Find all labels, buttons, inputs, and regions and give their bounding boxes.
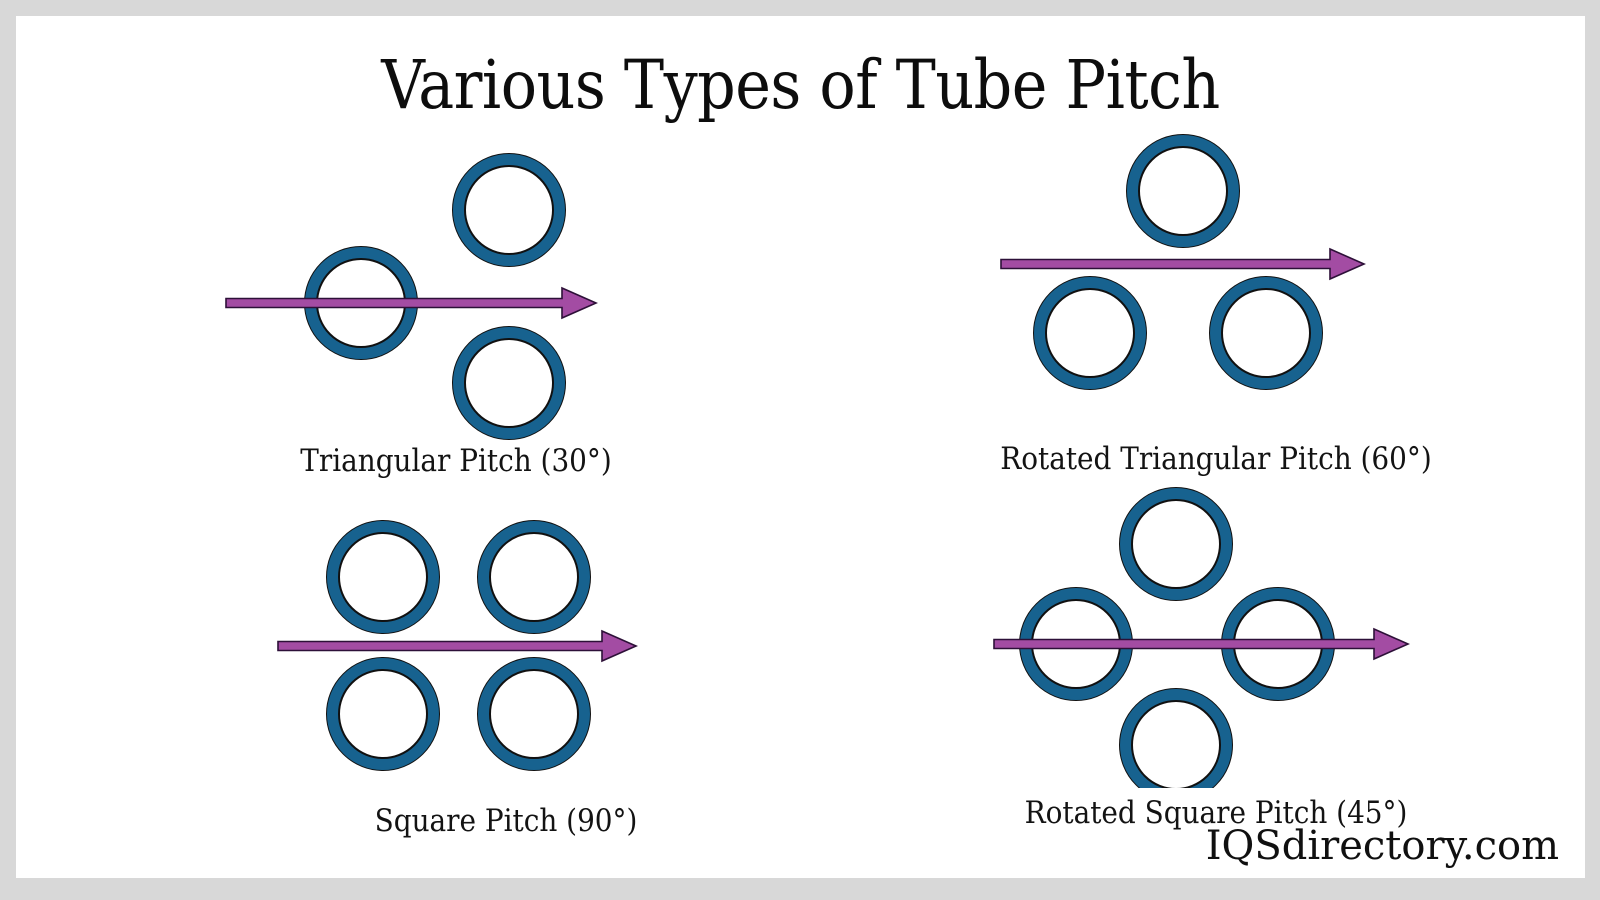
- panel-square-pitch: Square Pitch (90°): [246, 496, 766, 837]
- caption-rotated-triangular-pitch: Rotated Triangular Pitch (60°): [1000, 441, 1432, 477]
- tube-circle: [1127, 135, 1239, 247]
- square-pitch-figure: [277, 520, 638, 771]
- tube-bore-outline: [1131, 700, 1221, 788]
- panel-rotated-square-pitch: Rotated Square Pitch (45°): [956, 468, 1476, 829]
- triangular-pitch-figure: [225, 153, 598, 440]
- tube-bore-outline: [489, 532, 579, 622]
- panel-rotated-triangular-pitch: Rotated Triangular Pitch (60°): [956, 116, 1476, 475]
- page-title: Various Types of Tube Pitch: [381, 46, 1220, 124]
- tube-circle: [327, 658, 439, 770]
- caption-triangular-pitch: Triangular Pitch (30°): [300, 443, 612, 479]
- flow-direction-arrow: [993, 627, 1410, 661]
- tube-circle: [1120, 689, 1232, 788]
- tube-circle: [453, 327, 565, 439]
- tube-bore-outline: [338, 669, 428, 759]
- tube-circle: [453, 154, 565, 266]
- diagram-canvas: Various Types of Tube Pitch Triangular P…: [16, 16, 1585, 878]
- tube-bore-outline: [1138, 146, 1228, 236]
- tube-bore-outline: [1131, 499, 1221, 589]
- watermark-iqsdirectory: IQSdirectory.com: [1205, 823, 1559, 869]
- flow-direction-arrow: [277, 629, 638, 663]
- caption-rotated-square-pitch: Rotated Square Pitch (45°): [1024, 795, 1408, 831]
- tube-circle: [478, 658, 590, 770]
- flow-direction-arrow: [225, 286, 598, 320]
- tube-circle: [1120, 488, 1232, 600]
- panel-triangular-pitch: Triangular Pitch (30°): [196, 128, 716, 477]
- tube-circle: [1034, 277, 1146, 389]
- tube-circle: [478, 521, 590, 633]
- tube-circle: [1210, 277, 1322, 389]
- tube-bore-outline: [338, 532, 428, 622]
- tube-bore-outline: [1045, 288, 1135, 378]
- tube-circle: [327, 521, 439, 633]
- flow-direction-arrow: [1000, 247, 1366, 281]
- tube-bore-outline: [464, 165, 554, 255]
- caption-square-pitch: Square Pitch (90°): [374, 803, 638, 839]
- tube-bore-outline: [1221, 288, 1311, 378]
- tube-bore-outline: [464, 338, 554, 428]
- rotated-triangular-pitch-figure: [1000, 134, 1366, 390]
- tube-bore-outline: [489, 669, 579, 759]
- rotated-square-pitch-figure: [993, 487, 1410, 788]
